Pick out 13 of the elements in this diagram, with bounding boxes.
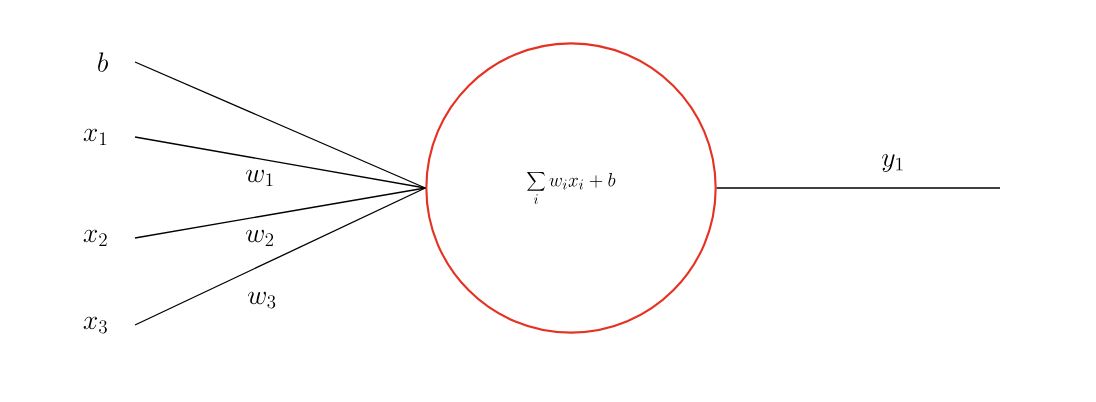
- edge-label: $w_2$: [243, 228, 277, 248]
- input-line: [134, 61, 426, 189]
- output-line: [716, 187, 1001, 189]
- input-label: $x_1$: [83, 128, 107, 145]
- input-line: [134, 187, 426, 239]
- edge-label: $w_1$: [243, 168, 277, 188]
- input-line: [134, 136, 426, 189]
- input-label: $b$: [98, 52, 108, 72]
- input-label: $x_2$: [83, 229, 107, 246]
- input-label: $x_3$: [83, 316, 107, 334]
- input-line: [134, 187, 426, 326]
- edge-label: $w_3$: [245, 290, 279, 310]
- edge-label: $y_1$: [880, 153, 906, 173]
